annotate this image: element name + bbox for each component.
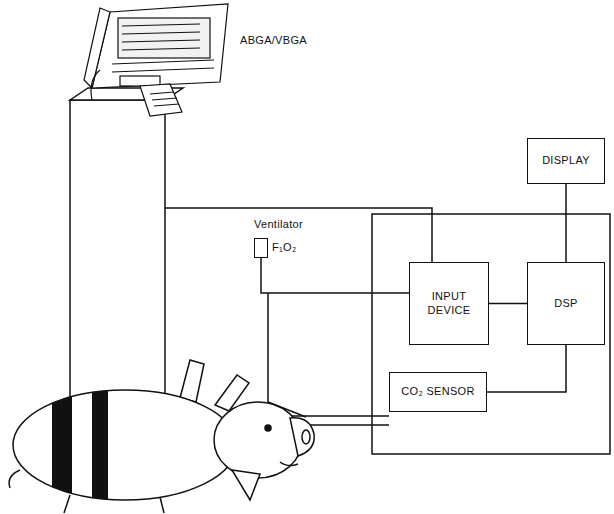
dsp-box: DSP	[527, 262, 605, 345]
analyzer-stand	[70, 88, 183, 440]
signal-line	[487, 345, 566, 392]
signal-line	[489, 303, 527, 305]
node-heading: Ventilator	[254, 218, 303, 232]
node-row: F₁O₂	[254, 238, 296, 258]
gas-canister	[254, 238, 268, 258]
device-label: ABGA/VBGA	[238, 34, 309, 46]
sensor-box: CO₂ SENSOR	[389, 372, 487, 412]
ventilator-unit: VentilatorF₁O₂	[254, 218, 303, 258]
box-label: DSP	[554, 297, 578, 311]
signal-line	[565, 184, 567, 262]
box-label: DISPLAY	[542, 154, 590, 168]
node-label: F₁O₂	[272, 241, 296, 255]
input-device-box: INPUT DEVICE	[409, 262, 489, 345]
display-box: DISPLAY	[527, 138, 605, 184]
system-enclosure	[372, 214, 610, 454]
box-label: INPUT DEVICE	[414, 290, 484, 318]
pig-illustration	[9, 360, 314, 514]
signal-line	[261, 258, 409, 293]
box-label: CO₂ SENSOR	[401, 385, 474, 399]
blood-gas-analyzer	[84, 4, 228, 116]
